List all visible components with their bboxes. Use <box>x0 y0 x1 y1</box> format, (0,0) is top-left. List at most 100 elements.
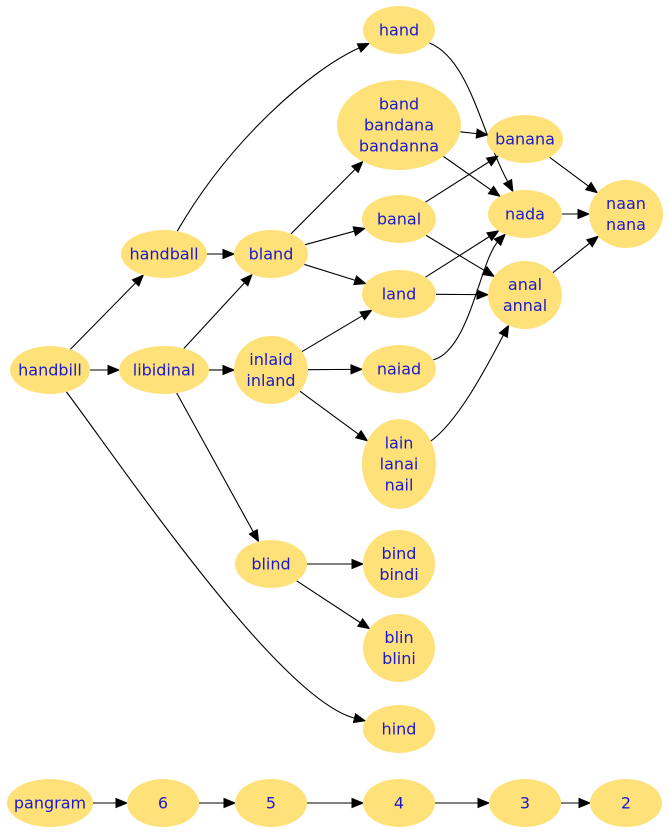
node-label: 2 <box>621 794 631 813</box>
edge-line <box>549 156 590 188</box>
node-ellipse <box>119 346 209 394</box>
arrowhead <box>248 528 260 543</box>
node-label: hind <box>382 720 417 739</box>
node-label: bandana <box>364 116 434 135</box>
arrowhead <box>351 558 365 570</box>
node-ellipse <box>590 779 662 827</box>
arrowhead <box>350 160 364 174</box>
node-ellipse <box>121 230 207 278</box>
arrowhead <box>240 273 253 287</box>
edge-banana-to-naan <box>549 156 599 194</box>
edge-banal-to-anal <box>425 234 496 278</box>
node-ellipse <box>235 540 307 588</box>
arrowhead <box>475 128 489 139</box>
edge-line <box>296 580 362 624</box>
edge-line <box>429 42 509 183</box>
edge-inlaid-to-naiad <box>307 364 364 375</box>
node-label: libidinal <box>133 361 195 380</box>
edge-libidinal-to-bland <box>183 273 253 349</box>
edge-libidinal-to-blind <box>176 392 260 543</box>
edge-n5-to-n4 <box>307 797 365 809</box>
node-label: band <box>379 95 419 114</box>
edge-n3-to-n2 <box>561 797 592 809</box>
edge-line <box>430 334 505 442</box>
arrowhead <box>356 617 371 630</box>
arrowhead <box>131 274 145 287</box>
node-label: banana <box>495 130 555 149</box>
arrowhead <box>222 364 236 376</box>
node-label: 5 <box>266 794 276 813</box>
node-ellipse <box>235 779 307 827</box>
node-label: nada <box>505 205 545 224</box>
arrowhead <box>222 248 236 260</box>
node-label: 6 <box>158 794 168 813</box>
edge-line <box>183 281 246 349</box>
edge-libidinal-to-inlaid <box>209 364 236 376</box>
edge-hand-to-nada <box>429 42 514 193</box>
edge-line <box>304 263 357 282</box>
edge-band-to-banana <box>460 128 489 139</box>
node-n3: 3 <box>489 779 561 827</box>
node-ellipse <box>337 80 461 170</box>
arrowhead <box>356 42 371 53</box>
arrowhead <box>487 185 502 198</box>
node-label: bindi <box>379 565 418 584</box>
edge-line <box>433 241 499 361</box>
node-label: bandanna <box>359 137 439 156</box>
edge-handbill-to-libidinal <box>90 364 121 376</box>
edge-handball-to-hand <box>176 42 371 232</box>
node-bland: bland <box>234 230 308 278</box>
node-label: blini <box>382 649 416 668</box>
arrowhead <box>502 178 514 193</box>
edge-anal-to-naan <box>552 235 600 274</box>
node-label: pangram <box>14 794 86 813</box>
edge-line <box>65 391 356 719</box>
node-label: banal <box>377 210 421 229</box>
arrowhead <box>476 289 490 300</box>
edge-banal-to-banana <box>425 155 500 203</box>
arrowhead <box>585 235 600 248</box>
edge-blind-to-bind <box>307 558 365 570</box>
node-ellipse <box>363 614 435 682</box>
edge-blind-to-blin <box>296 580 371 630</box>
node-label: naiad <box>377 360 421 379</box>
node-label: bind <box>382 544 417 563</box>
edge-line <box>176 47 361 232</box>
arrowhead <box>351 797 365 809</box>
edge-line <box>443 155 493 192</box>
nodes-layer: handbillhandballlibidinalhandblandinlaid… <box>7 6 663 827</box>
edge-nada-to-naan <box>562 208 591 220</box>
edge-pangram-to-n6 <box>93 797 129 809</box>
node-hind: hind <box>363 705 435 753</box>
arrowhead <box>485 155 500 167</box>
node-label: 4 <box>394 794 404 813</box>
arrowhead <box>352 712 367 724</box>
edge-bland-to-band <box>290 160 364 235</box>
edge-land-to-nada <box>425 230 500 278</box>
node-ellipse <box>363 705 435 753</box>
arrowhead <box>107 364 121 376</box>
node-naiad: naiad <box>362 345 436 393</box>
node-pangram: pangram <box>7 779 93 827</box>
node-n2: 2 <box>590 779 662 827</box>
arrowhead <box>498 324 510 339</box>
node-ellipse <box>487 115 563 163</box>
edge-handball-to-bland <box>207 248 236 260</box>
node-ellipse <box>363 779 435 827</box>
node-ellipse <box>7 779 93 827</box>
node-banana: banana <box>487 115 563 163</box>
edge-bland-to-banal <box>304 226 367 246</box>
node-handball: handball <box>121 230 207 278</box>
edge-handbill-to-hind <box>65 391 367 724</box>
node-label: inlaid <box>249 350 292 369</box>
node-blind: blind <box>235 540 307 588</box>
node-label: inland <box>246 371 295 390</box>
arrowhead <box>353 275 367 286</box>
node-label: handbill <box>18 361 82 380</box>
node-label: handball <box>129 245 198 264</box>
arrowhead <box>115 797 129 809</box>
node-label: anal <box>508 275 542 294</box>
edge-inlaid-to-lain <box>299 390 369 442</box>
